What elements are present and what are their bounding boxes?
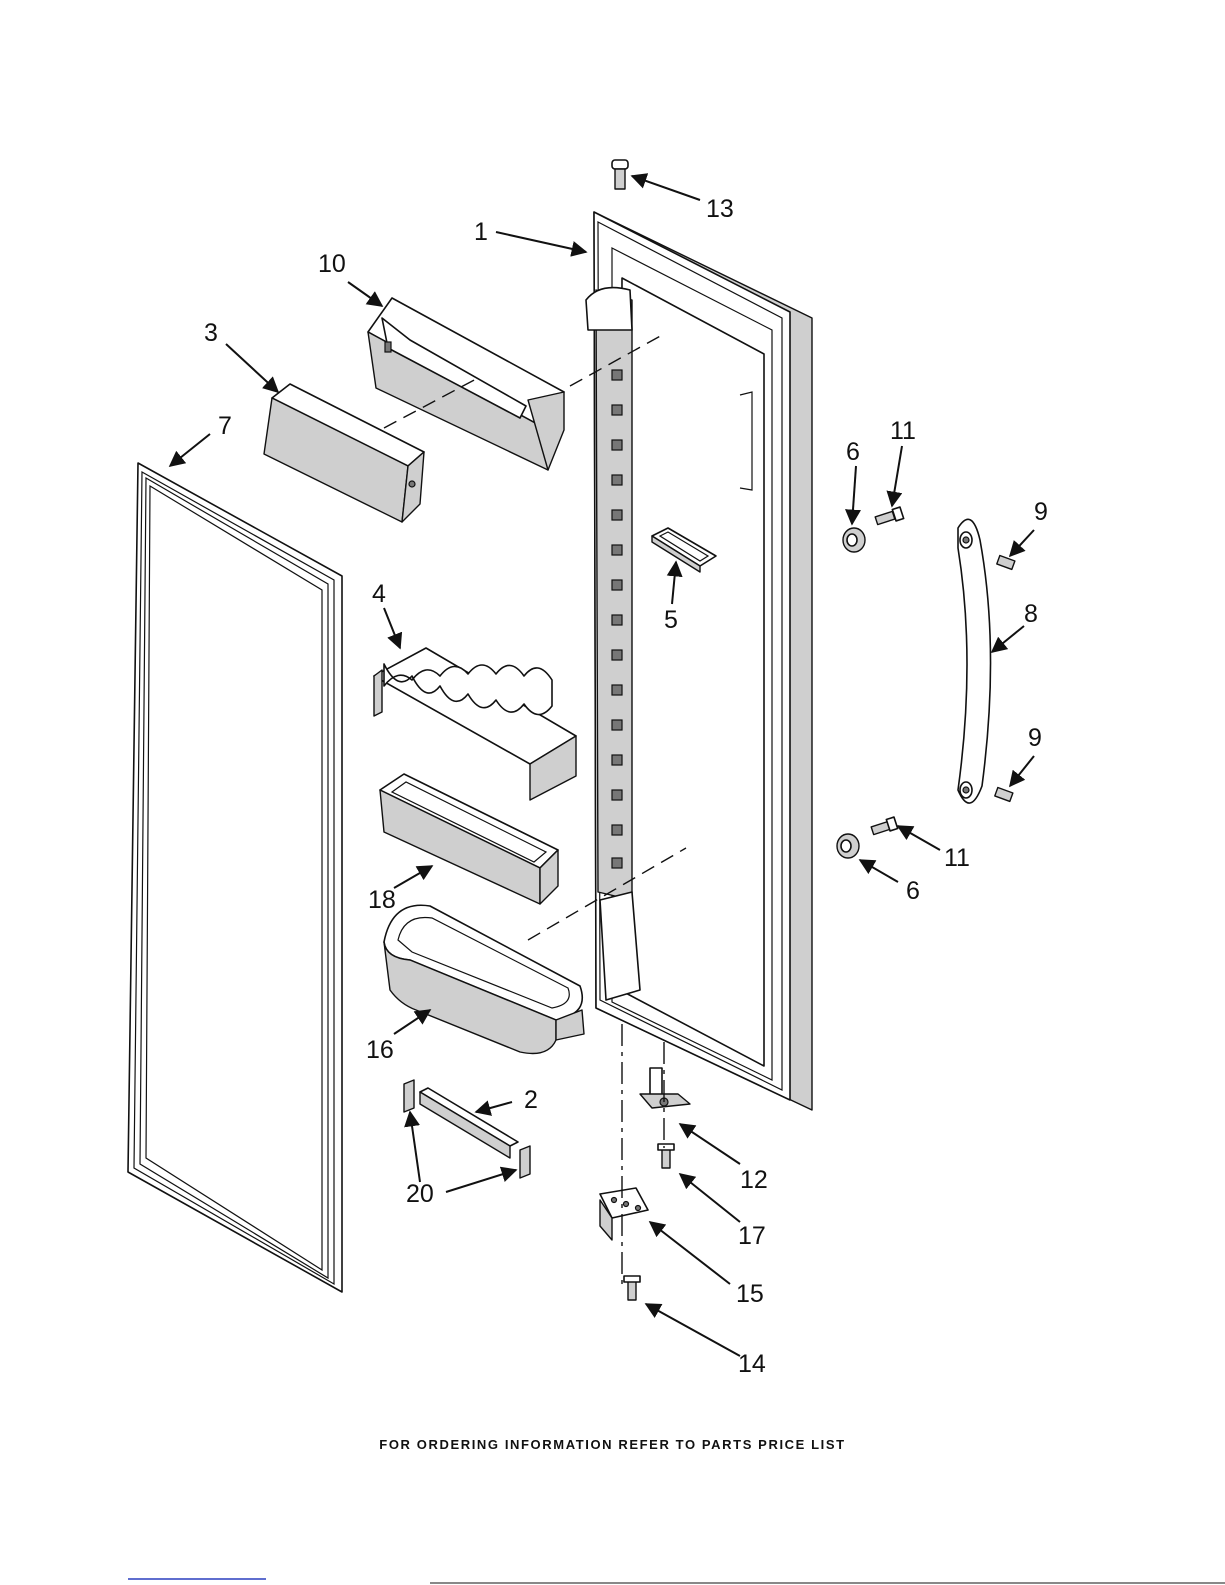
callout-1: 1: [474, 218, 488, 246]
handle-screw-top: [875, 507, 903, 525]
door-gasket: [128, 463, 342, 1292]
shelf-trim: [420, 1088, 518, 1158]
callout-18: 18: [368, 886, 396, 914]
door-handle: [958, 519, 991, 803]
callout-12: 12: [740, 1166, 768, 1194]
callout-17: 17: [738, 1222, 766, 1250]
callout-9b: 9: [1028, 724, 1042, 752]
dairy-door: [264, 384, 424, 522]
callout-14: 14: [738, 1350, 766, 1378]
door-plug: [612, 160, 628, 189]
set-screw-top: [997, 556, 1015, 570]
callout-6a: 6: [846, 438, 860, 466]
callout-3: 3: [204, 319, 218, 347]
callout-2: 2: [524, 1086, 538, 1114]
callout-10: 10: [318, 250, 346, 278]
set-screw-bottom: [995, 788, 1013, 802]
callout-16: 16: [366, 1036, 394, 1064]
handle-screw-bottom: [871, 817, 897, 835]
callout-4: 4: [372, 580, 386, 608]
bottom-hinge: [600, 1188, 648, 1240]
handle-spacer-bottom: [837, 834, 859, 858]
pin-screw: [658, 1144, 674, 1168]
callout-11a: 11: [890, 417, 916, 445]
ordering-footer: FOR ORDERING INFORMATION REFER TO PARTS …: [0, 1437, 1225, 1452]
door-liner: [586, 212, 812, 1110]
door-bin-large: [384, 905, 584, 1053]
callout-11b: 11: [944, 844, 970, 872]
handle-spacer-top: [843, 528, 865, 552]
callout-20: 20: [406, 1180, 434, 1208]
callout-8: 8: [1024, 600, 1038, 628]
callout-5: 5: [664, 606, 678, 634]
callout-7: 7: [218, 412, 232, 440]
hinge-screw: [624, 1276, 640, 1300]
shelf-rail-slots: [612, 370, 622, 868]
callout-6b: 6: [906, 877, 920, 905]
hinge-pin: [640, 1068, 690, 1108]
callout-15: 15: [736, 1280, 764, 1308]
callout-13: 13: [706, 195, 734, 223]
callout-9a: 9: [1034, 498, 1048, 526]
